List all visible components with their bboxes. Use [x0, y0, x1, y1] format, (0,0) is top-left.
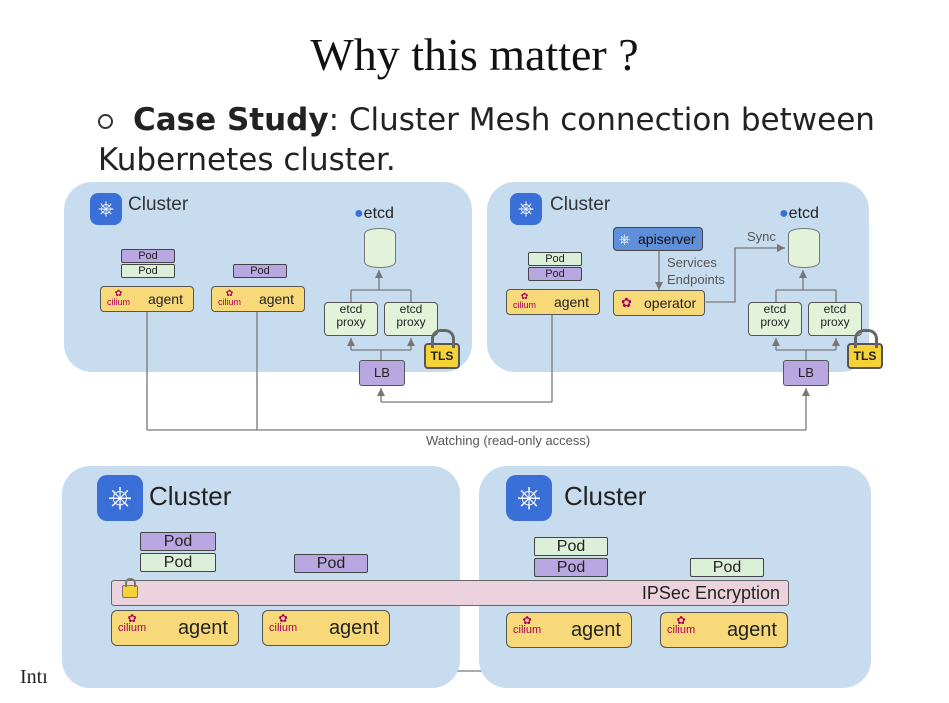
etcd-database-cylinder-icon: [788, 228, 820, 268]
etcd-icon: ●: [779, 205, 789, 222]
cilium-agent: ✿cilium agent: [100, 286, 194, 312]
cluster-title: Cluster: [128, 194, 189, 215]
agent-label: agent: [177, 617, 228, 639]
lock-icon: [122, 578, 138, 598]
cilium-agent: ✿cilium agent: [111, 610, 239, 646]
pod: Pod: [121, 249, 175, 263]
agent-label: agent: [147, 291, 183, 307]
cilium-agent: ✿cilium agent: [506, 289, 600, 315]
load-balancer: LB: [783, 360, 829, 386]
cilium-icon: ✿cilium: [513, 291, 537, 310]
tls-lock-icon: TLS: [424, 329, 460, 369]
case-study-text: : Cluster Mesh connection between Kubern…: [98, 102, 875, 178]
tls-lock-icon: TLS: [847, 329, 883, 369]
cilium-icon: ✿cilium: [513, 615, 542, 636]
cilium-agent: ✿cilium agent: [211, 286, 305, 312]
ipsec-label: IPSec Encryption: [641, 583, 780, 603]
kubernetes-icon: ⎈: [90, 193, 122, 225]
pod: Pod: [690, 558, 764, 577]
case-study-bullet: Case Study: Cluster Mesh connection betw…: [98, 100, 898, 180]
cilium-agent: ✿cilium agent: [262, 610, 390, 646]
etcd-proxy: etcd proxy: [748, 302, 802, 336]
etcd-proxy: etcd proxy: [384, 302, 438, 336]
pod: Pod: [140, 532, 216, 551]
pod: Pod: [121, 264, 175, 278]
cilium-operator: ✿operator: [613, 290, 706, 316]
cluster-title: Cluster: [550, 194, 611, 215]
pod: Pod: [528, 252, 582, 266]
sync-label: Sync: [747, 229, 776, 244]
cilium-agent: ✿cilium agent: [660, 612, 788, 648]
kubernetes-icon: ⎈: [619, 231, 631, 247]
cilium-icon: ✿cilium: [667, 615, 696, 636]
ipsec-encryption-bar: IPSec Encryption: [111, 578, 789, 606]
cilium-icon: ✿cilium: [218, 288, 242, 307]
cluster-title: Cluster: [564, 481, 647, 511]
cilium-icon: ✿: [621, 295, 632, 310]
etcd-database-cylinder-icon: [364, 228, 396, 268]
bullet-dot-icon: [98, 114, 113, 129]
slide-title: Why this matter ?: [310, 29, 639, 80]
cluster-title: Cluster: [149, 481, 232, 511]
agent-label: agent: [726, 619, 777, 641]
pod: Pod: [528, 267, 582, 281]
agent-label: agent: [328, 617, 379, 639]
etcd-icon: ●: [354, 205, 364, 222]
cilium-icon: ✿cilium: [118, 613, 147, 634]
kubernetes-icon: ⎈: [97, 475, 143, 521]
agent-label: agent: [553, 294, 589, 310]
pod: Pod: [534, 558, 608, 577]
case-study-label: Case Study: [133, 102, 329, 138]
agent-label: agent: [258, 291, 294, 307]
load-balancer: LB: [359, 360, 405, 386]
pod: Pod: [233, 264, 287, 278]
etcd-label: ●etcd: [779, 205, 819, 222]
apiserver: ⎈apiserver: [613, 227, 703, 251]
footer-text: Intı: [20, 666, 48, 688]
cilium-agent: ✿cilium agent: [506, 612, 632, 648]
pod: Pod: [534, 537, 608, 556]
pod: Pod: [294, 554, 368, 573]
watching-label: Watching (read-only access): [426, 433, 591, 448]
cilium-icon: ✿cilium: [269, 613, 298, 634]
cilium-icon: ✿cilium: [107, 288, 131, 307]
etcd-proxy: etcd proxy: [324, 302, 378, 336]
kubernetes-icon: ⎈: [510, 193, 542, 225]
kubernetes-icon: ⎈: [506, 475, 552, 521]
agent-label: agent: [570, 619, 621, 641]
pod: Pod: [140, 553, 216, 572]
etcd-proxy: etcd proxy: [808, 302, 862, 336]
etcd-label: ●etcd: [354, 205, 394, 222]
